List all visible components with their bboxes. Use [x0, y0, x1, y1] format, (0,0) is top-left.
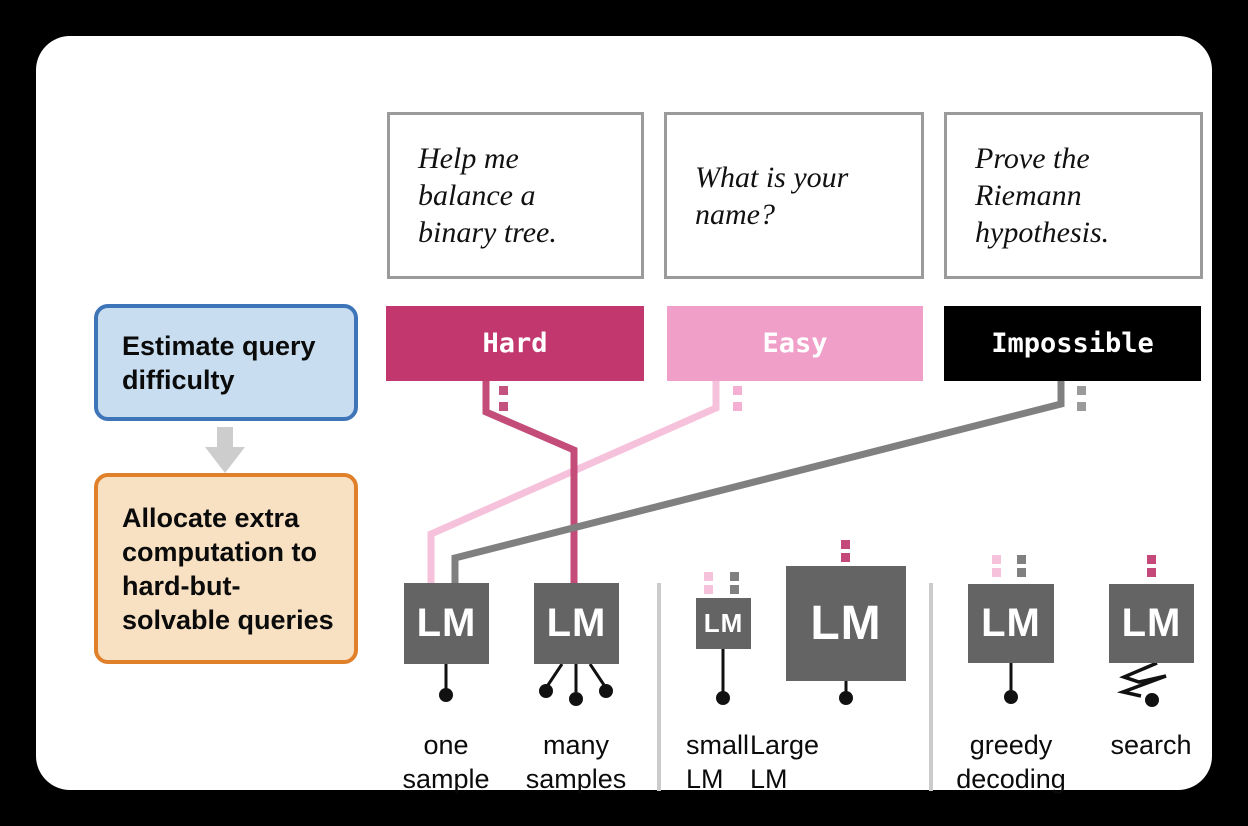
difficulty-bar-easy: Easy	[667, 306, 923, 381]
caption-greedy-decoding: greedy decoding	[956, 730, 1066, 794]
lm-box-one-sample: LM	[404, 583, 489, 664]
query-text: Prove the Riemann hypothesis.	[975, 142, 1110, 249]
one-sample-icon	[439, 664, 453, 702]
lm-box-large: LM	[786, 566, 906, 681]
lm-box-many-samples: LM	[534, 583, 619, 664]
hard-ellipsis-icon	[499, 386, 508, 411]
down-arrow-icon	[205, 427, 245, 473]
connector-layer	[205, 380, 1167, 791]
hard-connector-line	[482, 380, 578, 587]
query-box-easy: What is your name?	[664, 112, 924, 279]
allocate-computation-label: Allocate extra computation to hard-but-s…	[122, 502, 334, 635]
large-lm-route-dots-icon	[841, 540, 850, 562]
difficulty-bar-impossible: Impossible	[944, 306, 1201, 381]
impossible-ellipsis-icon	[1077, 386, 1086, 411]
estimate-difficulty-label: Estimate query difficulty	[122, 330, 316, 395]
query-text: What is your name?	[695, 160, 849, 231]
search-route-dots-icon	[1147, 555, 1156, 577]
search-zigzag-icon	[1116, 661, 1167, 707]
greedy-decoding-icon	[1004, 663, 1018, 704]
query-box-hard: Help me balance a binary tree.	[387, 112, 644, 279]
easy-ellipsis-icon	[733, 386, 742, 411]
caption-search: search	[1110, 730, 1192, 760]
many-samples-icon	[539, 663, 613, 706]
lm-box-search: LM	[1109, 584, 1194, 663]
impossible-connector-line	[451, 380, 1065, 587]
difficulty-bar-hard: Hard	[386, 306, 644, 381]
caption-many-samples: many samples	[525, 730, 627, 794]
caption-one-sample: one sample	[402, 730, 490, 794]
query-text: Help me balance a binary tree.	[418, 142, 557, 249]
divider-left	[657, 583, 661, 791]
lm-box-greedy: LM	[968, 584, 1054, 663]
large-lm-sample-icon	[839, 681, 853, 705]
divider-right	[929, 583, 933, 791]
query-box-impossible: Prove the Riemann hypothesis.	[944, 112, 1203, 279]
estimate-difficulty-box: Estimate query difficulty	[94, 304, 358, 421]
small-lm-sample-icon	[716, 649, 730, 705]
figure-card: Help me balance a binary tree. What is y…	[36, 36, 1212, 794]
greedy-route-dots-icon	[992, 555, 1026, 577]
caption-large-lm: Large LM	[750, 730, 820, 794]
small-lm-route-dots-icon	[704, 572, 739, 594]
lm-box-small: LM	[696, 598, 751, 649]
allocate-computation-box: Allocate extra computation to hard-but-s…	[94, 473, 358, 664]
caption-small-lm: small LM	[686, 730, 750, 794]
